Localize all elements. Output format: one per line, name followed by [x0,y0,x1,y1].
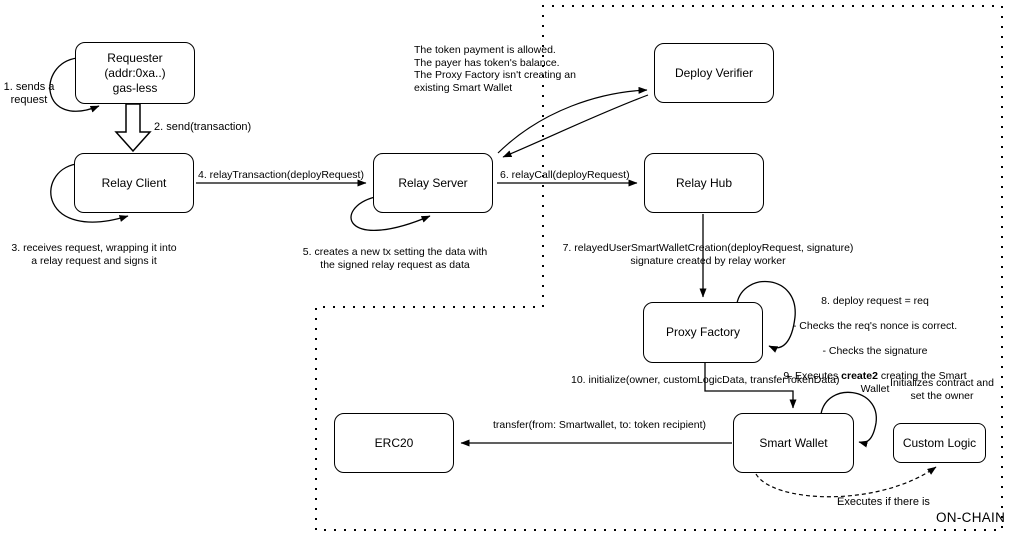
node-smart-wallet-label: Smart Wallet [759,435,828,450]
node-relay-client: Relay Client [74,153,194,213]
label-step1: 1. sends a request [3,81,55,107]
send-transaction-block-arrow [114,103,152,153]
node-relay-server: Relay Server [373,153,493,213]
label-step8-line3: - Checks the signature [822,344,928,357]
node-deploy-verifier: Deploy Verifier [654,43,774,103]
label-step3: 3. receives request, wrapping it into a … [11,242,177,267]
arrow-initialize [704,363,797,409]
self-loop-smart-wallet [820,391,877,448]
node-erc20: ERC20 [334,413,454,473]
label-step5: 5. creates a new tx setting the data wit… [302,246,488,271]
node-relay-hub: Relay Hub [644,153,764,213]
arrow-verifier-to-server [502,94,649,158]
note-verifier-checks: The token payment is allowed. The payer … [414,44,576,94]
label-steps8-9: 8. deploy request = req - Checks the req… [783,282,967,408]
label-step2: 2. send(transaction) [154,121,252,133]
label-step8-line2: - Checks the req's nonce is correct. [792,319,958,332]
label-step7: 7. relayedUserSmartWalletCreation(deploy… [562,242,854,267]
label-step4: 4. relayTransaction(deployRequest) [198,169,364,181]
note-initializes-owner: Initializes contract and set the owner [890,377,994,402]
node-requester-label: Requester (addr:0xa..) gas-less [104,50,166,95]
self-loop-proxy-factory [736,280,796,353]
node-erc20-label: ERC20 [374,435,414,450]
node-requester: Requester (addr:0xa..) gas-less [75,42,195,104]
self-loop-relay-client [50,163,129,223]
note-transfer-call: transfer(from: Smartwallet, to: token re… [493,419,706,431]
node-relay-client-label: Relay Client [101,175,167,190]
node-deploy-verifier-label: Deploy Verifier [674,65,754,80]
label-step9: 9. Executes create2 creating the Smart W… [783,370,967,395]
node-custom-logic: Custom Logic [893,423,986,463]
self-loop-relay-server [350,196,431,231]
arrow-executes-custom-logic [755,466,937,498]
note-executes-if: Executes if there is [837,496,930,508]
node-proxy-factory: Proxy Factory [643,302,763,363]
label-step10: 10. initialize(owner, customLogicData, t… [571,374,840,386]
arrow-server-to-verifier [497,86,648,154]
label-step8-line1: 8. deploy request = req [821,294,929,307]
onchain-boundary [315,5,1003,531]
node-smart-wallet: Smart Wallet [733,413,854,473]
label-step9-post: creating the Smart Wallet [860,370,967,395]
node-proxy-factory-label: Proxy Factory [665,325,740,339]
node-relay-server-label: Relay Server [398,175,468,190]
node-custom-logic-label: Custom Logic [902,435,977,450]
self-loop-requester [49,57,100,113]
node-relay-hub-label: Relay Hub [675,175,733,190]
label-step9-pre: 9. Executes [783,370,842,383]
label-step9-create2: create2 [841,370,878,383]
onchain-label: ON-CHAIN [936,510,1006,525]
label-step6: 6. relayCall(deployRequest) [500,169,630,181]
